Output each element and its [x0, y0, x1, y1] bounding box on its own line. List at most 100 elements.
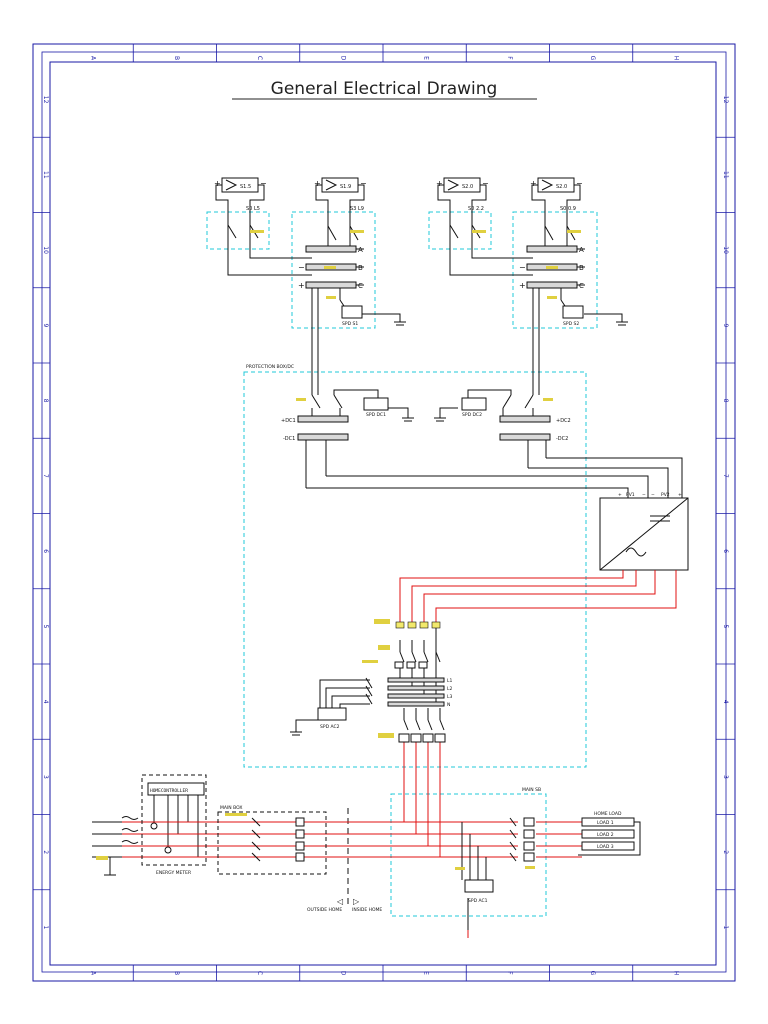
- border-col-label: F: [506, 971, 513, 975]
- border-col-label: G: [589, 56, 596, 61]
- border-col-label: C: [256, 56, 263, 60]
- border-row-label: 5: [42, 624, 49, 628]
- svg-text:LOAD 3: LOAD 3: [597, 844, 614, 850]
- boundary-arrows: ◁ ▷: [336, 897, 360, 906]
- border-col-label: H: [672, 971, 679, 976]
- svg-text:L1: L1: [447, 678, 453, 684]
- border-ticks: [33, 44, 735, 981]
- svg-text:C: C: [579, 282, 584, 290]
- dc-string-wiring: [92, 184, 689, 930]
- svg-text:B: B: [358, 264, 363, 272]
- svg-text:+: +: [314, 179, 321, 188]
- svg-text:L3: L3: [447, 694, 453, 700]
- svg-text:HOME LOAD: HOME LOAD: [594, 811, 622, 817]
- svg-text:+: +: [436, 179, 443, 188]
- svg-text:-DC2: -DC2: [556, 436, 568, 442]
- svg-text:−: −: [576, 179, 583, 188]
- svg-text:S1.5: S1.5: [240, 184, 251, 190]
- border-row-label: 1: [42, 925, 49, 929]
- svg-text:−: −: [651, 493, 655, 498]
- spd-symbols: [317, 305, 584, 893]
- border-row-label: 9: [42, 323, 49, 327]
- svg-text:SPD DC2: SPD DC2: [462, 412, 482, 418]
- svg-text:MAIN BOX: MAIN BOX: [220, 805, 242, 811]
- svg-text:−: −: [642, 493, 646, 498]
- border-row-label: 2: [722, 850, 729, 854]
- svg-text:PV2: PV2: [661, 492, 670, 498]
- protection-box-label: PROTECTION BOX/DC: [246, 364, 294, 370]
- svg-text:▷: ▷: [353, 897, 360, 906]
- panel-labels: S1.5 S1.9 S2.0 S2.0 S0 L5 S3 L9 S0 2.2 S…: [240, 184, 576, 212]
- svg-text:◁: ◁: [336, 897, 343, 906]
- border-col-label: D: [339, 56, 346, 61]
- spd-labels: SPD S1 SPD S2 SPD DC1 SPD DC2 SPD AC2 SP…: [320, 321, 579, 904]
- svg-text:S2.0: S2.0: [556, 184, 567, 190]
- border-col-label: C: [256, 971, 263, 975]
- svg-text:+DC1: +DC1: [281, 418, 296, 424]
- border-row-label: 6: [42, 549, 49, 553]
- annotation-tags: [96, 230, 581, 870]
- svg-text:SPD S2: SPD S2: [563, 321, 579, 327]
- svg-text:A: A: [579, 246, 584, 254]
- bus-labels: A B C A B C: [358, 246, 584, 290]
- outer-frame: [32, 43, 736, 982]
- svg-text:N: N: [447, 702, 450, 708]
- svg-text:SPD AC1: SPD AC1: [468, 898, 488, 904]
- svg-text:S0 L5: S0 L5: [246, 206, 260, 212]
- border-col-label: A: [90, 56, 97, 61]
- drawing-border: [41, 51, 727, 973]
- border-row-label: 11: [42, 171, 49, 179]
- border-row-label: 8: [42, 399, 49, 403]
- border-col-label: F: [506, 56, 513, 60]
- svg-text:INSIDE HOME: INSIDE HOME: [352, 907, 382, 913]
- border-col-label: E: [423, 56, 430, 60]
- svg-text:−: −: [360, 179, 367, 188]
- pv-panels: [221, 177, 575, 193]
- dc-labels: +DC1 -DC1 +DC2 -DC2: [281, 418, 571, 442]
- svg-text:+: +: [214, 179, 221, 188]
- svg-text:S3 L9: S3 L9: [350, 206, 364, 212]
- svg-text:MAIN SB: MAIN SB: [522, 787, 541, 793]
- svg-text:OUTSIDE HOME: OUTSIDE HOME: [307, 907, 342, 913]
- border-row-label: 1: [722, 925, 729, 929]
- border-row-label: 11: [722, 171, 729, 179]
- inverter-labels: + PV1 − − PV2 +: [618, 492, 682, 498]
- border-row-label: 8: [722, 399, 729, 403]
- border-col-label: D: [339, 971, 346, 976]
- border-row-label: 2: [42, 850, 49, 854]
- border-row-label: 7: [722, 474, 729, 478]
- drawing-title: General Electrical Drawing: [271, 79, 498, 99]
- svg-text:A: A: [358, 246, 363, 254]
- border-col-label: B: [173, 56, 180, 60]
- panel-polarity: +− +− +− +−: [214, 179, 583, 188]
- svg-text:LOAD 2: LOAD 2: [597, 832, 614, 838]
- border-col-label: B: [173, 971, 180, 975]
- svg-text:PV1: PV1: [626, 492, 635, 498]
- svg-text:L2: L2: [447, 686, 453, 692]
- ac-breakers: [121, 628, 635, 880]
- border-row-label: 7: [42, 474, 49, 478]
- border-row-label: 4: [42, 700, 49, 704]
- border-row-label: 9: [722, 323, 729, 327]
- meter-and-mainbox: [141, 774, 327, 875]
- svg-text:C: C: [358, 282, 363, 290]
- border-col-label: E: [423, 971, 430, 975]
- border-col-label: G: [589, 971, 596, 976]
- svg-text:+: +: [530, 179, 537, 188]
- border-row-label: 3: [42, 775, 49, 779]
- svg-text:B: B: [579, 264, 584, 272]
- svg-text:+: +: [678, 492, 682, 498]
- border-col-label: A: [90, 971, 97, 976]
- svg-text:−: −: [519, 263, 526, 272]
- border-row-label: 10: [722, 246, 729, 254]
- svg-text:+: +: [298, 281, 305, 290]
- pole-signs: −+ −+: [298, 263, 526, 290]
- svg-text:−: −: [298, 263, 305, 272]
- border-row-label: 12: [42, 96, 49, 104]
- svg-text:S0 2.2: S0 2.2: [468, 206, 484, 212]
- border-row-label: 4: [722, 700, 729, 704]
- svg-text:LOAD 1: LOAD 1: [597, 820, 614, 826]
- border-row-label: 12: [722, 96, 729, 104]
- ac-wiring: [122, 570, 677, 938]
